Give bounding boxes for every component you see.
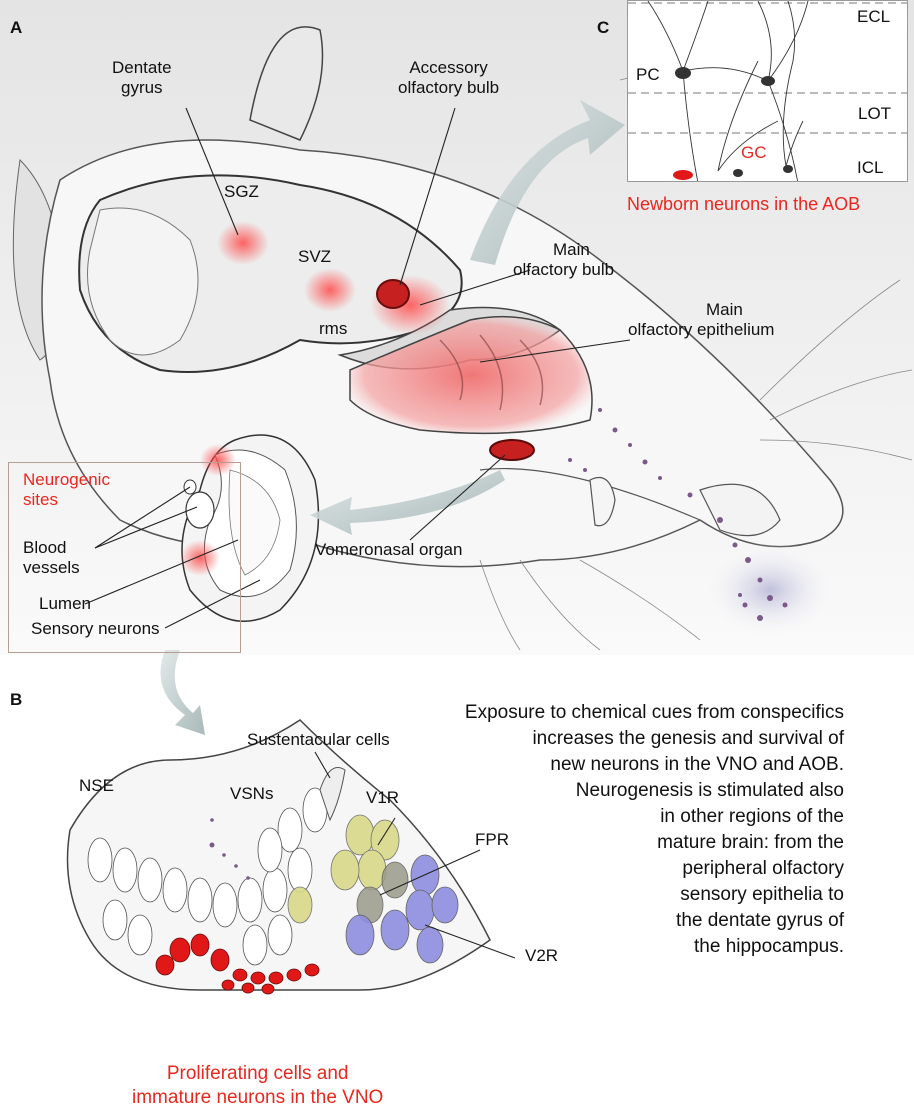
label-main-olfactory-epithelium: Main olfactory epithelium [628, 300, 774, 340]
label-sensory-neurons: Sensory neurons [31, 619, 160, 639]
newborn-neuron-marker [673, 170, 693, 180]
label-moe-line2: olfactory epithelium [628, 320, 774, 340]
label-moe-line1: Main [628, 300, 774, 320]
exposure-line: new neurons in the VNO and AOB. [352, 752, 844, 778]
panel-c-inset: ECL PC LOT GC ICL [627, 0, 908, 182]
label-aob-line2: olfactory bulb [398, 78, 499, 98]
label-svz: SVZ [298, 247, 331, 267]
label-neurogenic-sites-line2: sites [23, 490, 110, 510]
exposure-line: Neurogenesis is stimulated also [352, 778, 844, 804]
exposure-line: in other regions of the [352, 804, 844, 830]
label-blood-vessels-line2: vessels [23, 558, 80, 578]
sgz-region [217, 221, 269, 265]
label-ecl: ECL [857, 7, 890, 27]
label-main-olfactory-bulb: Main olfactory bulb [513, 240, 614, 280]
label-rms: rms [319, 319, 347, 339]
label-aob-line1: Accessory [398, 58, 499, 78]
label-lot: LOT [858, 104, 891, 124]
label-gc: GC [741, 143, 767, 163]
label-lumen: Lumen [39, 594, 91, 614]
aob-marker [377, 280, 409, 308]
label-accessory-olfactory-bulb: Accessory olfactory bulb [398, 58, 499, 98]
label-vsns: VSNs [230, 784, 273, 804]
label-dentate-gyrus: Dentate gyrus [112, 58, 172, 98]
panel-label-b: B [10, 690, 22, 710]
label-newborn-neurons-aob: Newborn neurons in the AOB [627, 194, 860, 214]
neuron-dendrites [648, 1, 808, 182]
exposure-line: peripheral olfactory [352, 856, 844, 882]
exposure-line: increases the genesis and survival of [352, 726, 844, 752]
label-dentate-gyrus-line1: Dentate [112, 58, 172, 78]
label-neurogenic-sites: Neurogenic sites [23, 470, 110, 510]
label-blood-vessels-line1: Blood [23, 538, 80, 558]
label-dentate-gyrus-line2: gyrus [112, 78, 172, 98]
label-mob-line1: Main [513, 240, 614, 260]
svz-region [304, 268, 356, 312]
exposure-line: sensory epithelia to [352, 882, 844, 908]
label-vomeronasal-organ: Vomeronasal organ [315, 540, 462, 560]
label-sgz: SGZ [224, 182, 259, 202]
label-blood-vessels: Blood vessels [23, 538, 80, 578]
label-proliferating-line1: Proliferating cells and [132, 1062, 383, 1086]
exposure-line: mature brain: from the [352, 830, 844, 856]
exposure-line: Exposure to chemical cues from conspecif… [352, 700, 844, 726]
exposure-line: the dentate gyrus of [352, 908, 844, 934]
scent-cloud [700, 540, 840, 640]
label-proliferating-cells: Proliferating cells and immature neurons… [132, 1062, 383, 1110]
label-proliferating-line2: immature neurons in the VNO [132, 1086, 383, 1110]
panel-label-a: A [10, 18, 22, 38]
label-nse: NSE [79, 776, 114, 796]
exposure-line: the hippocampus. [352, 934, 844, 960]
arrow-to-panel-b [161, 650, 206, 735]
label-mob-line2: olfactory bulb [513, 260, 614, 280]
panel-c-neurons [628, 1, 908, 182]
label-icl: ICL [857, 158, 883, 178]
exposure-description: Exposure to chemical cues from conspecif… [352, 700, 844, 960]
panel-label-c: C [597, 18, 609, 38]
label-pc: PC [636, 65, 660, 85]
vomeronasal-organ-marker [490, 440, 534, 460]
label-neurogenic-sites-line1: Neurogenic [23, 470, 110, 490]
